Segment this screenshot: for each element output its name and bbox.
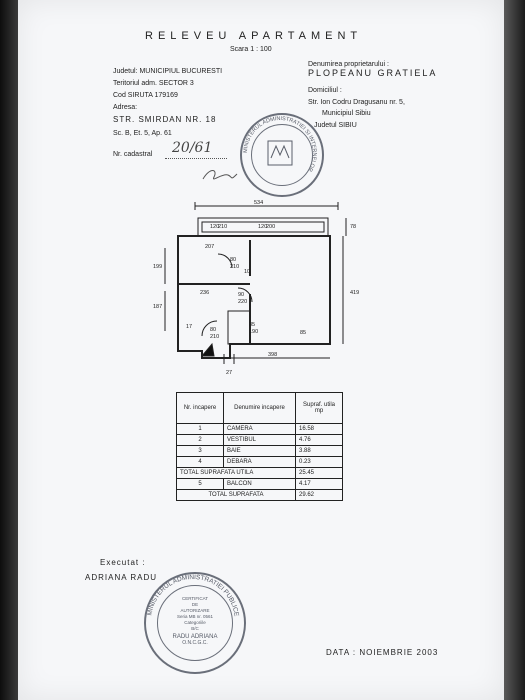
total-util-value: 25.45 xyxy=(295,467,343,479)
table-row-total-util: TOTAL SUPRAFATA UTILA 25.45 xyxy=(176,467,343,479)
adresa-label: Adresa: xyxy=(113,104,138,111)
total-label: TOTAL SUPRAFATA xyxy=(176,489,296,501)
date-text: DATA : NOIEMBRIE 2003 xyxy=(326,648,439,657)
domicile-line-1: Str. Ion Codru Dragusanu nr. 5, xyxy=(308,99,405,106)
siruta-text: Cod SIRUTA 179169 xyxy=(113,92,178,99)
authorization-stamp: MINISTERUL ADMINISTRATIEI PUBLICE CERTIF… xyxy=(144,572,246,674)
stamp-line-1: CERTIFICAT xyxy=(181,596,209,601)
dim-80b: 80 xyxy=(210,327,216,333)
dim-85a: 85 xyxy=(249,322,255,328)
row-area: 16.58 xyxy=(295,423,343,435)
row-area: 0.23 xyxy=(295,456,343,468)
background-right xyxy=(504,0,525,700)
scara-text: Sc. B, Et. 5, Ap. 61 xyxy=(113,130,172,137)
dim-534: 534 xyxy=(254,200,263,206)
executant-name: ADRIANA RADU xyxy=(85,573,158,582)
row-name: VESTIBUL xyxy=(223,434,296,446)
floor-plan: 534 207 236 398 27 419 78 199 187 17 80 … xyxy=(153,200,359,376)
row-name: DEBARA xyxy=(223,456,296,468)
dim-78: 78 xyxy=(350,224,356,230)
domicile-label: Domiciliul : xyxy=(308,87,342,94)
dim-236: 236 xyxy=(200,290,209,296)
total-value: 29.62 xyxy=(295,489,343,501)
domicile-line-3: Judetul SIBIU xyxy=(314,122,357,129)
row-area: 4.76 xyxy=(295,434,343,446)
stamp-line-2: DE xyxy=(191,602,199,607)
row-nr: 4 xyxy=(176,456,224,468)
owner-name: PLOPEANU GRATIELA xyxy=(308,68,438,78)
scale-label: Scara 1 : 100 xyxy=(230,46,272,53)
row-name: CAMERA xyxy=(223,423,296,435)
judet-text: Judetul: MUNICIPIUL BUCURESTI xyxy=(113,68,223,75)
balcon-name: BALCON xyxy=(223,478,296,490)
street-text: STR. SMIRDAN NR. 18 xyxy=(113,115,217,124)
table-row-balcon: 5 BALCON 4.17 xyxy=(176,478,343,490)
row-name: BAIE xyxy=(223,445,296,457)
row-nr: 3 xyxy=(176,445,224,457)
executat-label: Executat : xyxy=(100,558,146,567)
row-nr: 2 xyxy=(176,434,224,446)
teritoriu-text: Teritoriul adm. SECTOR 3 xyxy=(113,80,194,87)
signature-scribble xyxy=(202,170,238,180)
dim-17: 17 xyxy=(186,324,192,330)
stamp-line-4: Seria MB nr. 0561 xyxy=(176,614,214,619)
document-page xyxy=(18,0,504,700)
dim-200: 200 xyxy=(266,224,275,230)
document-title: RELEVEU APARTAMENT xyxy=(145,30,363,42)
total-util-label: TOTAL SUPRAFATA UTILA xyxy=(176,467,296,479)
col-area-header: Supraf. utila mp xyxy=(295,392,343,424)
dim-85b: 85 xyxy=(300,330,306,336)
stamp-code: O.N.C.G.C. xyxy=(182,640,208,646)
ministry-stamp: MINISTERUL ADMINISTRATIEI SI INTERNELOR xyxy=(240,113,324,197)
table-row: 1 CAMERA 16.58 xyxy=(176,423,343,435)
row-area: 3.88 xyxy=(295,445,343,457)
col-name-header: Denumire incapere xyxy=(223,392,296,424)
table-row: 4 DEBARA 0.23 xyxy=(176,456,343,468)
cadastral-underline xyxy=(165,158,227,159)
dim-27: 27 xyxy=(226,370,232,376)
dim-220: 220 xyxy=(238,299,247,305)
dim-419: 419 xyxy=(350,290,359,296)
background-left xyxy=(0,0,18,700)
dim-187: 187 xyxy=(153,304,162,310)
col-nr-header: Nr. incapere xyxy=(176,392,224,424)
dim-120a: 120 xyxy=(210,224,219,230)
stamp-line-3: AUTORIZARE xyxy=(180,608,210,613)
owner-label: Denumirea proprietarului : xyxy=(308,61,389,68)
dim-210c: 210 xyxy=(210,334,219,340)
cadastral-label: Nr. cadastral xyxy=(113,151,153,158)
stamp-name: RADU ADRIANA xyxy=(172,634,218,640)
dim-199: 199 xyxy=(153,264,162,270)
balcon-area: 4.17 xyxy=(295,478,343,490)
area-table: Nr. incapere Denumire incapere Supraf. u… xyxy=(176,392,343,501)
dim-207: 207 xyxy=(205,244,214,250)
dim-190: 190 xyxy=(249,329,258,335)
dim-210b: 210 xyxy=(218,224,227,230)
table-row: 2 VESTIBUL 4.76 xyxy=(176,434,343,446)
dim-120b: 120 xyxy=(258,224,267,230)
ministry-stamp-text: MINISTERUL ADMINISTRATIEI SI INTERNELOR xyxy=(243,116,317,172)
table-row: 3 BAIE 3.88 xyxy=(176,445,343,457)
balcon-nr: 5 xyxy=(176,478,224,490)
table-row-total: TOTAL SUPRAFATA 29.62 xyxy=(176,489,343,501)
dim-210a: 210 xyxy=(230,264,239,270)
dim-10: 10 xyxy=(244,269,250,275)
dim-80: 80 xyxy=(230,257,236,263)
stamp-line-5: Categoriile xyxy=(184,620,206,625)
dim-398: 398 xyxy=(268,352,277,358)
cadastral-value: 20/61 xyxy=(172,140,213,156)
dim-90: 90 xyxy=(238,292,244,298)
row-nr: 1 xyxy=(176,423,224,435)
stamp-line-6: B/C xyxy=(191,626,199,631)
svg-text:MINISTERUL ADMINISTRATIEI SI I: MINISTERUL ADMINISTRATIEI SI INTERNELOR xyxy=(243,116,317,172)
domicile-line-2: Municipiul Sibiu xyxy=(322,110,371,117)
